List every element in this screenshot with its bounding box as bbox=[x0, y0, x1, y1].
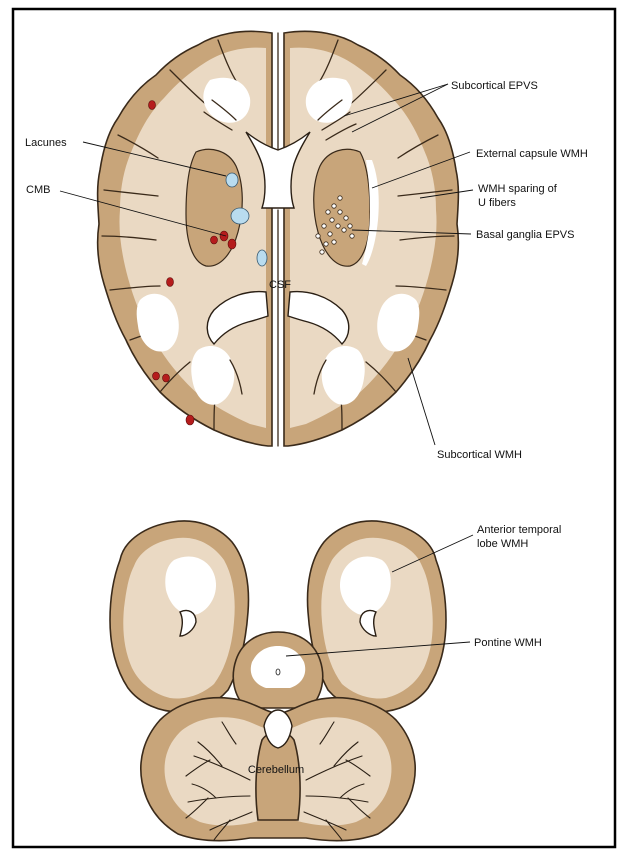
label-lacunes: Lacunes bbox=[25, 137, 67, 149]
pontine-aqueduct bbox=[276, 669, 280, 675]
label-cmb: CMB bbox=[26, 184, 50, 196]
label-subcortical-wmh: Subcortical WMH bbox=[437, 449, 522, 461]
label-anterior-temporal-line2: lobe WMH bbox=[477, 538, 528, 550]
label-external-capsule-wmh: External capsule WMH bbox=[476, 148, 588, 160]
label-anterior-temporal-line1: Anterior temporal bbox=[477, 524, 561, 536]
label-basal-ganglia-epvs: Basal ganglia EPVS bbox=[476, 229, 574, 241]
label-subcortical-epvs: Subcortical EPVS bbox=[451, 80, 538, 92]
label-wmh-sparing-line1: WMH sparing of bbox=[478, 183, 558, 195]
label-csf: CSF bbox=[269, 279, 291, 291]
label-wmh-sparing-line2: U fibers bbox=[478, 197, 516, 209]
label-cerebellum: Cerebellum bbox=[248, 764, 304, 776]
label-pontine-wmh: Pontine WMH bbox=[474, 637, 542, 649]
